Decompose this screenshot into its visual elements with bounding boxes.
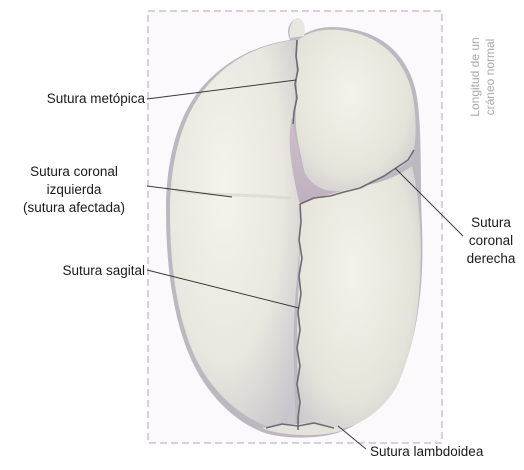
label-metopic-suture: Sutura metópica bbox=[8, 90, 145, 108]
label-left-coronal-suture: Sutura coronal izquierda (sutura afectad… bbox=[4, 163, 144, 217]
label-right-coronal-line-3: derecha bbox=[458, 250, 524, 268]
label-lambdoid-suture: Sutura lambdoidea bbox=[370, 443, 483, 461]
label-sagittal-suture: Sutura sagital bbox=[8, 262, 145, 280]
label-normal-length-line-1: Longitud de un bbox=[468, 2, 483, 152]
label-right-coronal-line-2: coronal bbox=[458, 232, 524, 250]
label-right-coronal-suture: Sutura coronal derecha bbox=[458, 214, 524, 268]
label-left-coronal-line-3: (sutura afectada) bbox=[4, 199, 144, 217]
label-normal-length-line-2: cráneo normal bbox=[483, 2, 498, 152]
label-left-coronal-line-1: Sutura coronal bbox=[4, 163, 144, 181]
label-right-coronal-line-1: Sutura bbox=[458, 214, 524, 232]
label-left-coronal-line-2: izquierda bbox=[4, 181, 144, 199]
label-normal-skull-length: Longitud de un cráneo normal bbox=[468, 2, 498, 152]
